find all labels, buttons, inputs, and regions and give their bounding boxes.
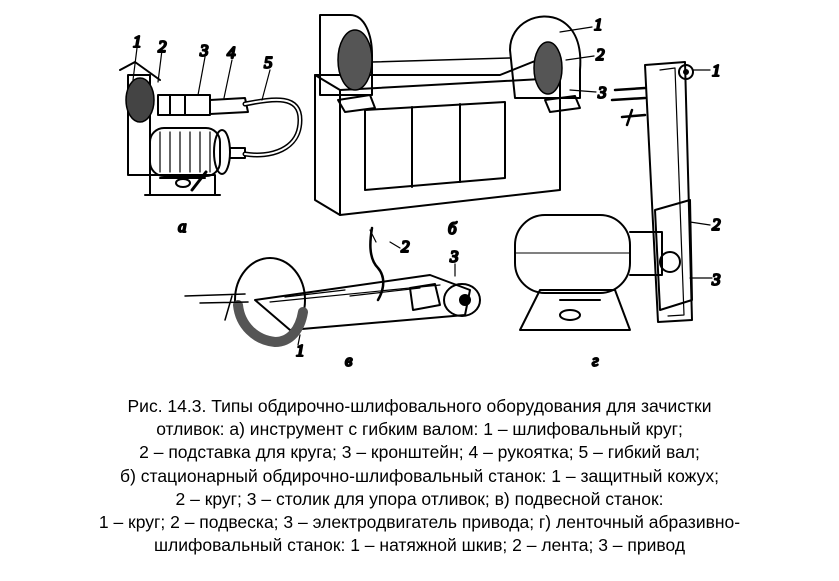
panel-v-callout-2: 2: [401, 237, 410, 256]
panel-b-drawing: [314, 14, 597, 216]
panel-b-callout-3: 3: [597, 83, 607, 102]
caption-line: 2 – круг; 3 – столик для упора отливок; …: [175, 488, 664, 509]
panel-g-callout-2: 2: [712, 215, 721, 234]
caption-line: шлифовальный станок: 1 – натяжной шкив; …: [153, 535, 686, 556]
panel-v-callout-1: 1: [296, 341, 305, 360]
equipment-illustration: 1 2 3 4 5 а 1 2 3: [119, 14, 722, 371]
panel-g-label: г: [592, 351, 599, 370]
caption-line: б) стационарный обдирочно-шлифовальный с…: [120, 465, 719, 486]
panel-v-drawing: [184, 226, 481, 347]
panel-b-label: б: [448, 219, 457, 238]
panel-v-callout-3: 3: [449, 247, 459, 266]
panel-a-callout-3: 3: [199, 41, 209, 60]
panel-a-label: а: [178, 217, 187, 236]
panel-g-callout-1: 1: [712, 61, 721, 80]
panel-a-callout-2: 2: [158, 37, 167, 56]
panel-v-label: в: [345, 351, 353, 370]
caption-line: Рис. 14.3. Типы обдирочно-шлифовального …: [127, 396, 712, 416]
panel-g-drawing: [514, 61, 713, 331]
figure-caption: Рис. 14.3. Типы обдирочно-шлифовального …: [0, 395, 839, 557]
caption-line: отливок: а) инструмент с гибким валом: 1…: [156, 419, 683, 440]
panel-a-callout-4: 4: [227, 43, 236, 62]
panel-a-callout-5: 5: [264, 53, 273, 72]
caption-line: 2 – подставка для круга; 3 – кронштейн; …: [139, 442, 700, 463]
caption-line: 1 – круг; 2 – подвеска; 3 – электродвига…: [98, 512, 741, 533]
panel-a-drawing: [119, 47, 303, 196]
panel-a-callout-1: 1: [133, 32, 142, 51]
panel-b-callout-2: 2: [596, 45, 605, 64]
panel-g-callout-3: 3: [711, 270, 721, 289]
panel-b-callout-1: 1: [594, 15, 603, 34]
